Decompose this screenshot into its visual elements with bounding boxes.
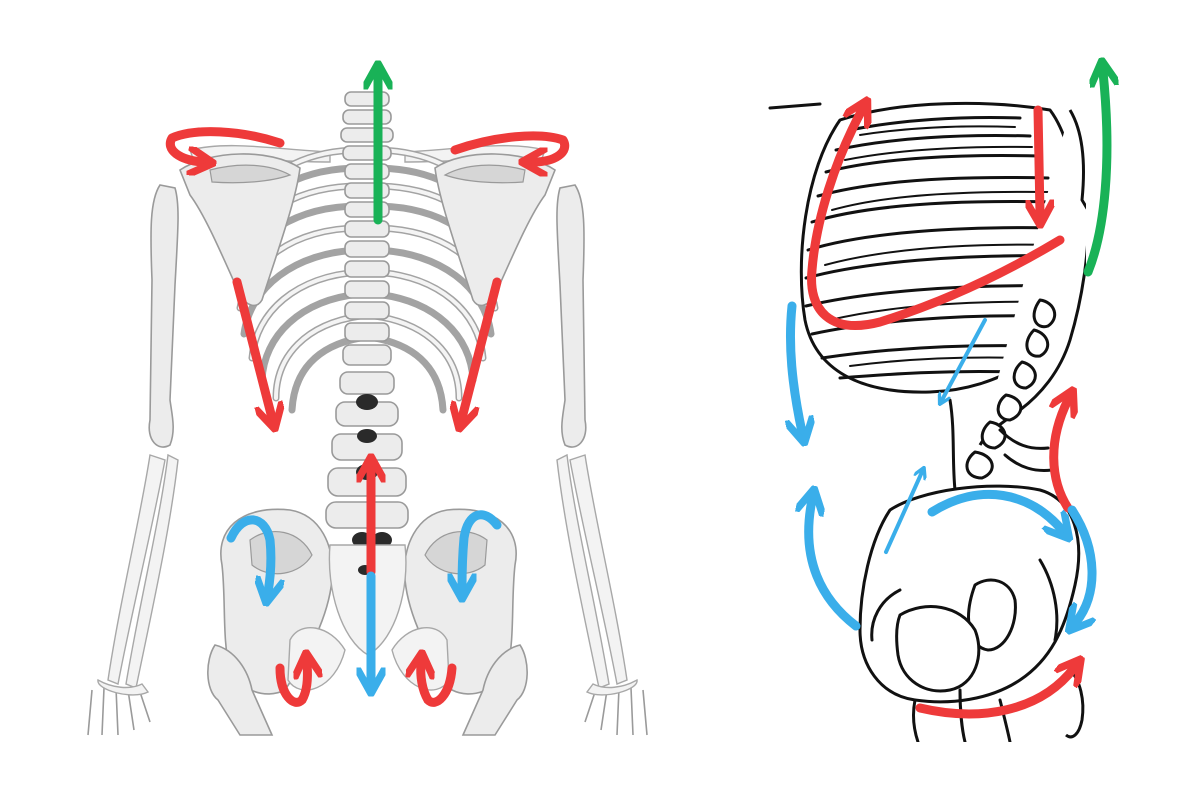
posterior-arrows (165, 75, 570, 707)
red-left-ischium-curl-arrow (275, 664, 307, 707)
lateral-spine (948, 109, 1086, 492)
red-thoracic-arrow-down (1038, 105, 1040, 214)
lateral-skeleton (768, 101, 1086, 742)
blue-pelvis-top-curl-arrow (927, 489, 1062, 530)
left-scapula (179, 153, 301, 307)
green-back-arrow-up (1083, 72, 1107, 277)
left-femur (207, 644, 274, 736)
left-arm (87, 184, 179, 736)
red-ribcage-loop-arrow (807, 110, 1065, 330)
lateral-arrows (790, 72, 1107, 719)
red-lumbar-arrow-up (1054, 400, 1068, 513)
blue-sacral-curl-arrow (1072, 505, 1097, 622)
red-right-ischium-curl-arrow (421, 664, 457, 707)
lateral-pelvis (858, 484, 1085, 742)
blue-left-hip-curl-arrow (226, 515, 271, 592)
blue-lumbar-arrow-down (942, 318, 987, 400)
red-right-back-arrow-down (462, 277, 502, 418)
right-femur (461, 644, 528, 736)
red-right-shoulder-curl-arrow (450, 131, 570, 162)
right-arm (556, 184, 648, 736)
posterior-skeleton (87, 91, 648, 736)
red-left-shoulder-curl-arrow (165, 127, 285, 162)
red-ischium-curl-arrow (915, 668, 1074, 719)
blue-right-hip-curl-arrow (462, 510, 502, 588)
blue-front-ribs-arrow-down (790, 301, 802, 432)
right-scapula (434, 153, 556, 307)
red-left-back-arrow-down (232, 277, 272, 418)
blue-asis-arrow-up (884, 472, 922, 554)
blue-anterior-pelvis-curl-arrow (809, 500, 861, 631)
